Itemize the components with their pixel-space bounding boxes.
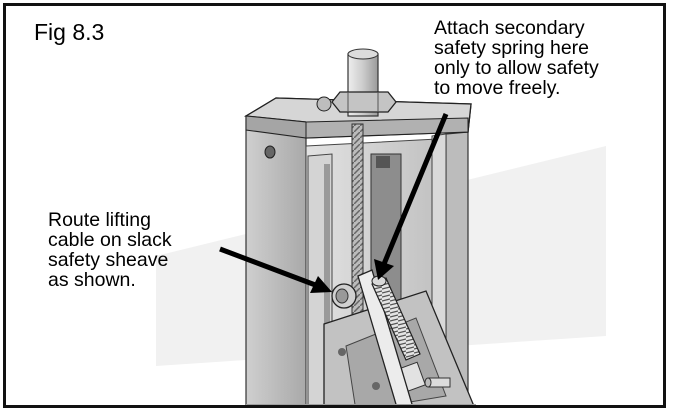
- cable-callout-arrow: [219, 246, 319, 289]
- safety-spring-callout: Attach secondary safety spring here only…: [434, 17, 599, 99]
- spring-callout-arrow: [381, 113, 449, 265]
- figure-label: Fig 8.3: [34, 19, 105, 45]
- lift-column-illustration: [156, 48, 606, 405]
- lifting-cable-callout: Route lifting cable on slack safety shea…: [48, 209, 172, 291]
- safety-arm: [357, 269, 413, 405]
- top-nut: [331, 91, 397, 113]
- figure-frame: Fig 8.3 Attach secondary safety spring h…: [3, 3, 666, 408]
- wall-hole: [264, 145, 276, 159]
